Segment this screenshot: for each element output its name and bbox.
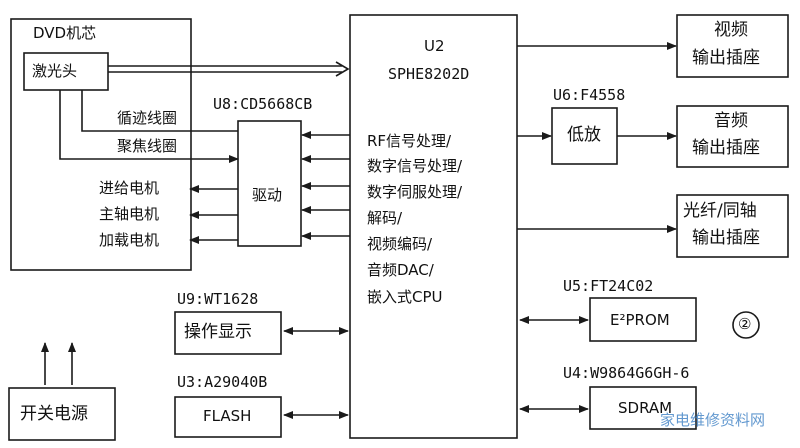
u2-function-3: 数字伺服处理/ bbox=[367, 183, 463, 201]
audio-out-box bbox=[676, 105, 789, 168]
optical-out-line-1: 光纤/同轴 bbox=[683, 201, 757, 221]
feed-motor-label: 进给电机 bbox=[99, 179, 160, 197]
u4-label: U4:W9864G6GH-6 bbox=[563, 364, 690, 382]
video-out-line-1: 视频 bbox=[714, 20, 748, 40]
u3-label: U3:A29040B bbox=[177, 373, 268, 391]
u9-box bbox=[174, 311, 282, 355]
optical-out-box bbox=[676, 194, 789, 258]
u3-block-text: FLASH bbox=[203, 407, 252, 425]
u5-label: U5:FT24C02 bbox=[563, 277, 654, 295]
load-motor-label: 加载电机 bbox=[99, 231, 160, 249]
u2-function-1: RF信号处理/ bbox=[367, 132, 452, 150]
u5-block-text: E²PROM bbox=[610, 311, 670, 329]
u8-driver-box bbox=[237, 120, 302, 247]
u8-label: U8:CD5668CB bbox=[213, 95, 313, 113]
audio-out-line-2: 输出插座 bbox=[692, 138, 760, 158]
u2-box bbox=[349, 14, 518, 439]
figure-number: ② bbox=[738, 315, 752, 333]
audio-out-line-1: 音频 bbox=[714, 111, 748, 131]
u2-function-2: 数字信号处理/ bbox=[367, 157, 463, 175]
u4-box bbox=[589, 386, 697, 430]
u9-block-text: 操作显示 bbox=[184, 322, 252, 342]
u9-label: U9:WT1628 bbox=[177, 290, 259, 308]
u6-label: U6:F4558 bbox=[553, 86, 626, 104]
u2-function-4: 解码/ bbox=[367, 209, 403, 227]
u2-part: SPHE8202D bbox=[388, 65, 470, 83]
u6-block-text: 低放 bbox=[567, 125, 601, 145]
u5-box bbox=[589, 297, 697, 342]
watermark-text: 家电维修资料网 bbox=[660, 411, 766, 429]
u4-block-text: SDRAM bbox=[618, 399, 673, 417]
u2-ref: U2 bbox=[424, 37, 445, 55]
u2-function-7: 嵌入式CPU bbox=[367, 288, 443, 306]
u2-function-5: 视频编码/ bbox=[367, 235, 433, 253]
tracking-coil-label: 循迹线圈 bbox=[117, 109, 178, 127]
power-block-text: 开关电源 bbox=[20, 404, 88, 424]
u8-driver-text: 驱动 bbox=[252, 186, 283, 204]
u2-function-6: 音频DAC/ bbox=[367, 261, 434, 279]
dvd-core-box bbox=[10, 18, 192, 271]
video-out-line-2: 输出插座 bbox=[692, 48, 760, 68]
focus-coil-label: 聚焦线圈 bbox=[117, 137, 178, 155]
power-box bbox=[8, 387, 116, 441]
video-out-box bbox=[676, 14, 789, 78]
optical-out-line-2: 输出插座 bbox=[692, 228, 760, 248]
dvd-core-title: DVD机芯 bbox=[33, 24, 97, 42]
laser-head-label: 激光头 bbox=[32, 62, 78, 80]
u3-box bbox=[174, 396, 282, 438]
spindle-motor-label: 主轴电机 bbox=[99, 205, 160, 223]
